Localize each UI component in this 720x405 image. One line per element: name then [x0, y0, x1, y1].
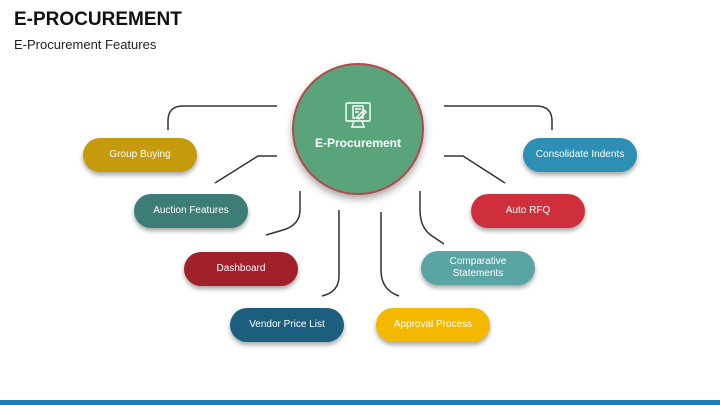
feature-label: Approval Process	[393, 319, 473, 330]
footer-bar	[0, 400, 720, 405]
feature-comparative-statements: Comparative Statements	[421, 251, 535, 285]
connector-auction-features	[214, 155, 277, 184]
connector-comparative-statements	[419, 191, 445, 245]
feature-consolidate-indents: Consolidate Indents	[523, 138, 637, 172]
feature-label: Vendor Price List	[249, 319, 325, 330]
connector-group-buying	[167, 105, 277, 130]
connector-dashboard	[265, 191, 301, 236]
feature-label: Auto RFQ	[505, 205, 551, 216]
feature-label: Dashboard	[216, 263, 266, 274]
feature-label: Group Buying	[109, 149, 171, 160]
feature-label: Comparative Statements	[449, 256, 507, 279]
hub-label: E-Procurement	[314, 136, 402, 150]
page-subtitle: E-Procurement Features	[14, 37, 157, 52]
feature-label: Auction Features	[153, 205, 229, 216]
feature-approval-process: Approval Process	[376, 308, 490, 342]
connector-consolidate-indents	[444, 105, 553, 130]
feature-vendor-price-list: Vendor Price List	[230, 308, 344, 342]
connector-auto-rfq	[444, 155, 506, 184]
page-title: E-PROCUREMENT	[14, 9, 182, 30]
feature-group-buying: Group Buying	[83, 138, 197, 172]
hub-circle: E-Procurement	[292, 63, 424, 195]
feature-auction-features: Auction Features	[134, 194, 248, 228]
feature-auto-rfq: Auto RFQ	[471, 194, 585, 228]
document-monitor-icon	[345, 102, 371, 128]
connector-vendor-price-list	[321, 210, 340, 297]
connector-approval-process	[380, 212, 400, 297]
feature-label: Consolidate Indents	[535, 149, 625, 160]
feature-dashboard: Dashboard	[184, 252, 298, 286]
